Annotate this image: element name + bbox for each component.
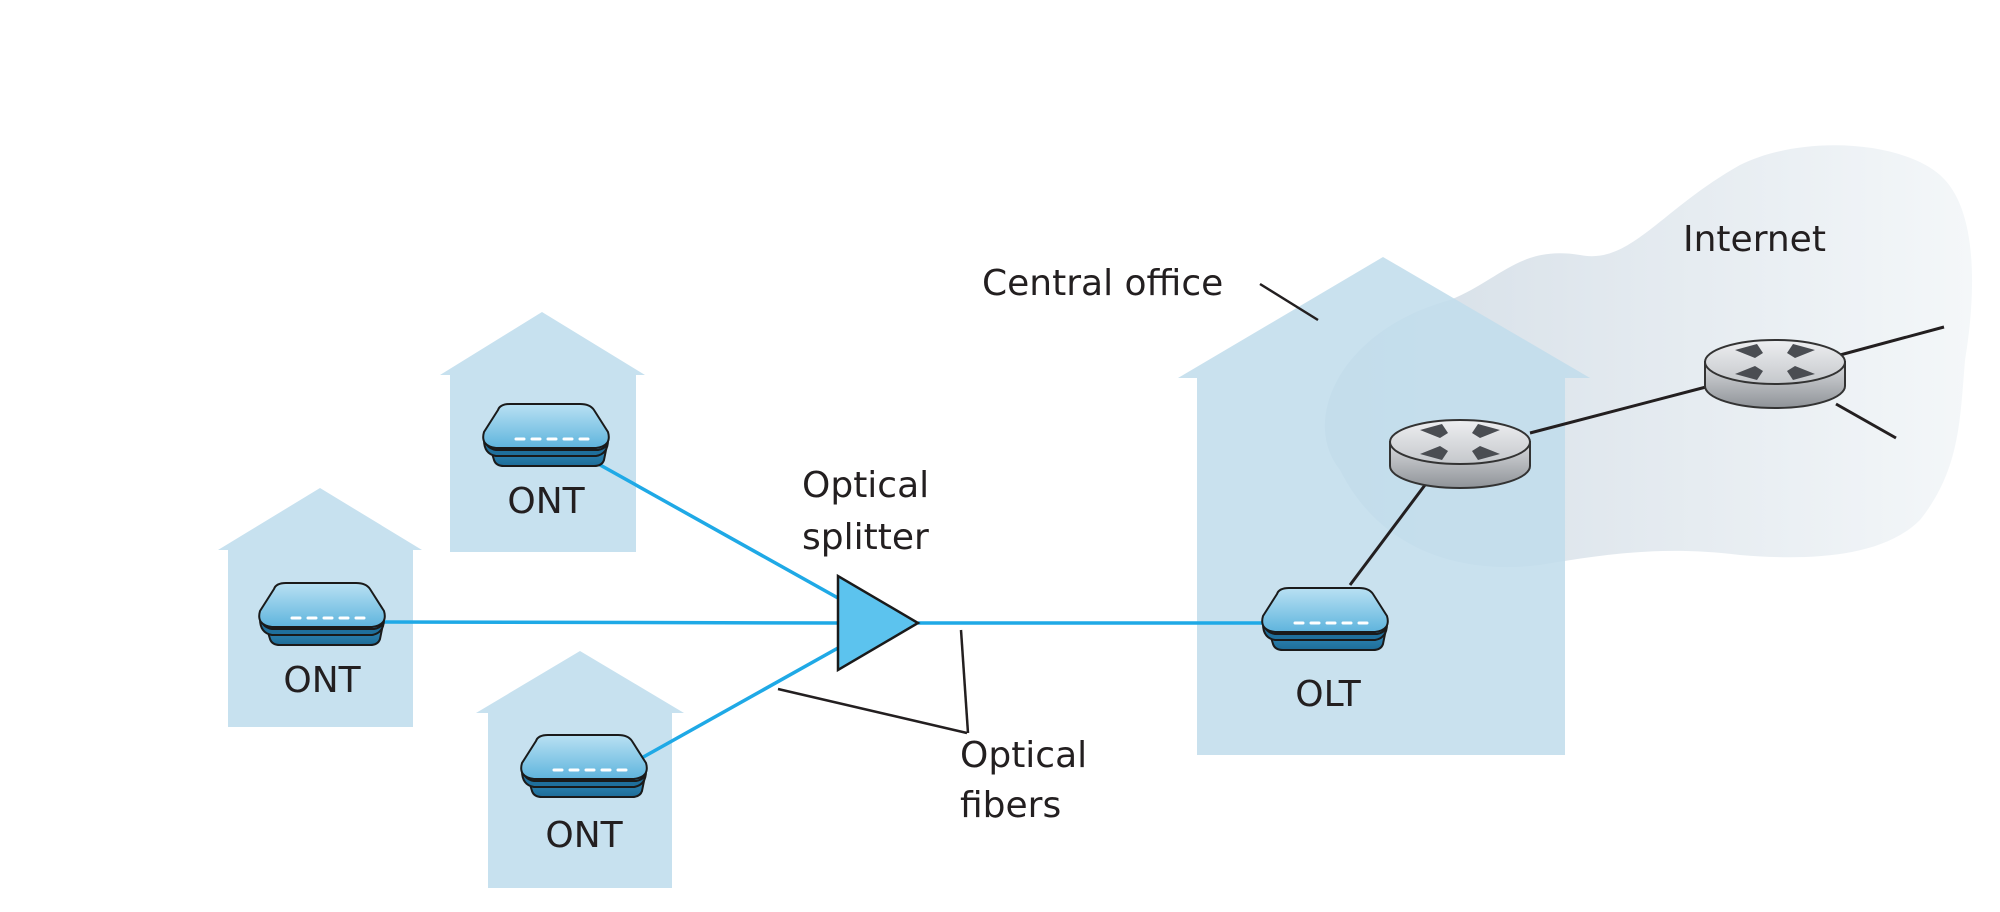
olt-label: OLT xyxy=(1295,674,1361,715)
network-links xyxy=(1348,325,1945,586)
ont-label: ONT xyxy=(545,815,623,856)
ont-device-icon xyxy=(481,402,611,468)
ont-device-icon xyxy=(257,581,387,647)
optical-splitter-icon xyxy=(836,573,921,673)
leader-lines xyxy=(777,282,1319,735)
optical-splitter-label-line2: splitter xyxy=(802,517,929,558)
router-icon xyxy=(1704,339,1846,409)
olt-device-icon xyxy=(1260,586,1390,652)
router-icon xyxy=(1389,419,1531,489)
central-office-label: Central office xyxy=(982,263,1223,304)
ont-label: ONT xyxy=(283,660,361,701)
optical-fibers-label-line1: Optical xyxy=(960,735,1087,776)
ont-device-icon xyxy=(519,733,649,799)
optical-fibers xyxy=(379,459,1268,762)
optical-splitter-label-line1: Optical xyxy=(802,465,929,506)
ont-label: ONT xyxy=(507,481,585,522)
internet-label: Internet xyxy=(1683,219,1826,260)
optical-fibers-label-line2: fibers xyxy=(960,785,1061,826)
